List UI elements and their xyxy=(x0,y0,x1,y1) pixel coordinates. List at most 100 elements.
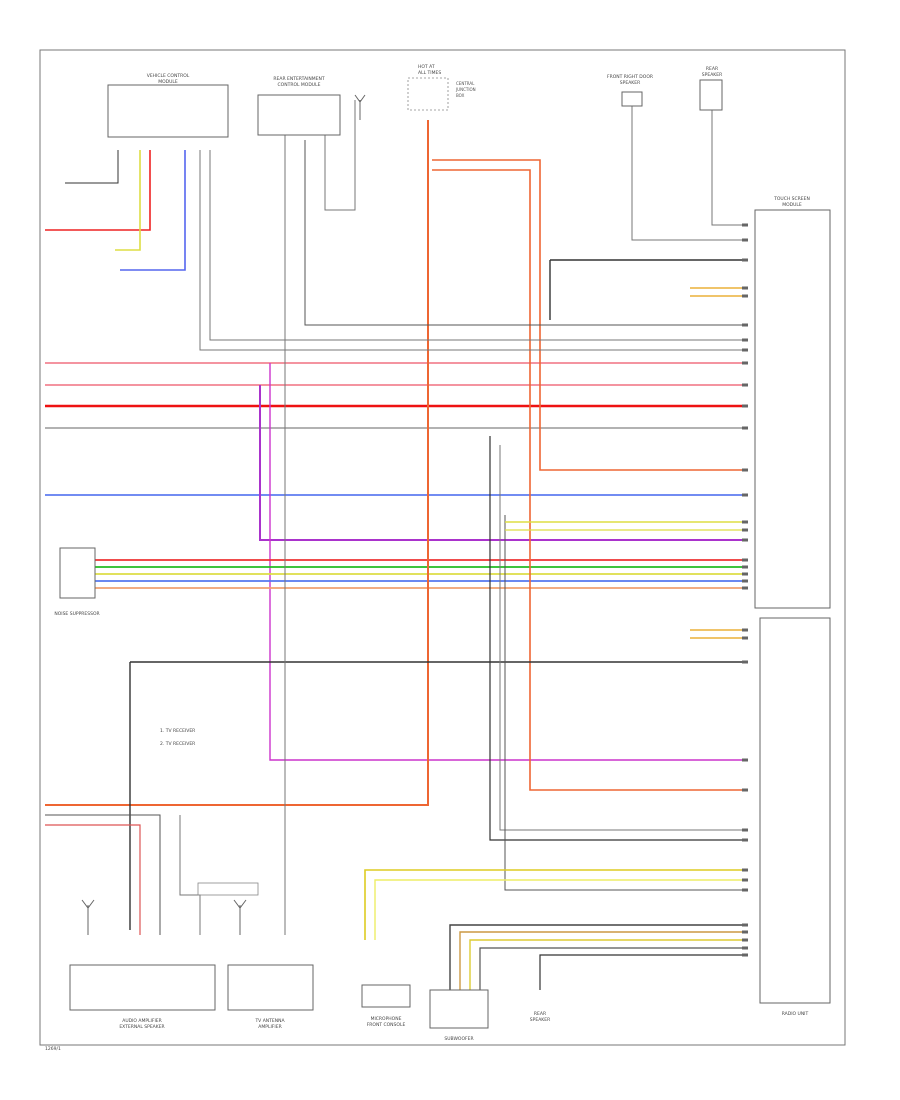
legend-line-2: 2. TV RECEIVER xyxy=(160,741,195,747)
pin-mark xyxy=(742,294,748,298)
hot-label-1: HOT AT xyxy=(418,64,435,70)
pin-mark xyxy=(742,520,748,524)
wire-bottom-1 xyxy=(449,924,745,990)
wire-gray-v xyxy=(499,445,745,831)
pin-mark xyxy=(742,493,748,497)
pin-mark xyxy=(742,838,748,842)
wire-yellow-1 xyxy=(364,869,745,940)
tsm-label-1: TOUCH SCREEN xyxy=(773,196,810,202)
pin-mark xyxy=(742,628,748,632)
wire-gray-right2 xyxy=(711,110,745,226)
diagram-frame xyxy=(39,49,846,1046)
wire-black-v3 xyxy=(489,436,745,841)
vcm-label-2: MODULE xyxy=(158,79,178,85)
tv-label-1: TV ANTENNA xyxy=(254,1018,285,1024)
antenna-icons xyxy=(81,94,366,935)
wires xyxy=(45,100,745,990)
pin-mark xyxy=(742,383,748,387)
amp-label-2: EXTERNAL SPEAKER xyxy=(119,1024,164,1030)
pin-mark xyxy=(742,286,748,290)
pin-mark xyxy=(742,788,748,792)
wire-amp-3 xyxy=(179,815,201,935)
radio-unit-module: RADIO UNIT xyxy=(759,617,831,1017)
wire-magenta xyxy=(269,363,745,761)
pin-mark xyxy=(742,938,748,942)
wire-blue-top xyxy=(120,150,186,271)
pin-mark xyxy=(742,946,748,950)
pin-mark xyxy=(742,404,748,408)
wire-yellow-top xyxy=(115,150,141,251)
pin-mark xyxy=(742,888,748,892)
amp-label-1: AUDIO AMPLIFIER xyxy=(122,1018,162,1024)
wire-gray-right xyxy=(631,105,745,241)
pin-mark xyxy=(742,558,748,562)
wire-amp-1 xyxy=(45,814,161,935)
footer-code: 1269/1 xyxy=(45,1046,61,1052)
cjb-label-3: BOX xyxy=(456,93,465,98)
frds-label-2: SPEAKER xyxy=(620,80,640,86)
pin-mark xyxy=(742,923,748,927)
pin-mark xyxy=(742,953,748,957)
rs-label-2: SPEAKER xyxy=(702,72,722,78)
central-junction-box: HOT AT ALL TIMES CENTRAL JUNCTION BOX xyxy=(407,64,476,111)
pin-mark xyxy=(742,878,748,882)
vehicle-control-module: VEHICLE CONTROL MODULE xyxy=(107,73,229,138)
legend: 1. TV RECEIVER 2. TV RECEIVER xyxy=(160,728,195,747)
tv-label-2: AMPLIFIER xyxy=(258,1024,281,1030)
pin-mark xyxy=(742,636,748,640)
antenna-icon xyxy=(81,899,95,935)
rem-label-1: REAR ENTERTAINMENT xyxy=(273,76,324,82)
pin-mark xyxy=(742,361,748,365)
pin-mark xyxy=(742,348,748,352)
pin-mark xyxy=(742,565,748,569)
pin-mark xyxy=(742,223,748,227)
vcm-label-1: VEHICLE CONTROL xyxy=(147,73,190,79)
microphone: MICROPHONE FRONT CONSOLE xyxy=(361,984,411,1028)
pin-mark xyxy=(742,586,748,590)
sub-label: SUBWOOFER xyxy=(444,1036,473,1042)
wire-purple xyxy=(259,385,745,541)
hot-label-2: ALL TIMES xyxy=(418,70,441,76)
wire-bottom-3 xyxy=(469,939,745,990)
wire-amp-2 xyxy=(45,824,141,935)
audio-amplifier: AUDIO AMPLIFIER EXTERNAL SPEAKER xyxy=(69,964,216,1030)
rear-roof-speaker: REAR SPEAKER xyxy=(530,1011,550,1023)
pin-mark xyxy=(742,572,748,576)
mic-label-2: FRONT CONSOLE xyxy=(367,1022,406,1028)
rear-speaker-top: REAR SPEAKER xyxy=(699,66,723,111)
frds-label-1: FRONT RIGHT DOOR xyxy=(607,74,653,80)
touch-screen-module: TOUCH SCREEN MODULE xyxy=(754,196,831,609)
pin-mark xyxy=(742,338,748,342)
pin-mark xyxy=(742,660,748,664)
wire-black-top xyxy=(65,150,119,184)
mic-label-1: MICROPHONE xyxy=(371,1016,402,1022)
subwoofer: SUBWOOFER xyxy=(429,989,489,1042)
pin-mark xyxy=(742,258,748,262)
pin-mark xyxy=(742,758,748,762)
cjb-label-1: CENTRAL xyxy=(456,81,475,86)
pin-mark xyxy=(742,868,748,872)
radio-unit-label: RADIO UNIT xyxy=(782,1011,809,1017)
wire-bottom-4 xyxy=(479,947,745,990)
front-right-door-speaker: FRONT RIGHT DOOR SPEAKER xyxy=(607,74,653,107)
tv-antenna-amplifier: TV ANTENNA AMPLIFIER xyxy=(197,882,314,1030)
connector-pins xyxy=(742,223,748,957)
wire-gray-3 xyxy=(209,150,745,341)
wire-bottom-5 xyxy=(539,954,745,990)
rear-entertainment-module: REAR ENTERTAINMENT CONTROL MODULE xyxy=(257,76,341,136)
pin-mark xyxy=(742,579,748,583)
pin-mark xyxy=(742,238,748,242)
wire-orange-right xyxy=(432,159,745,471)
pin-mark xyxy=(742,930,748,934)
pin-mark xyxy=(742,426,748,430)
rrs-label-1: REAR xyxy=(534,1011,546,1017)
wire-red-top xyxy=(45,150,151,231)
pin-mark xyxy=(742,323,748,327)
pin-mark xyxy=(742,528,748,532)
cjb-label-2: JUNCTION xyxy=(455,87,476,92)
antenna-icon xyxy=(233,899,247,935)
wire-orange-vertical xyxy=(45,120,429,806)
pin-mark xyxy=(742,538,748,542)
pin-mark xyxy=(742,828,748,832)
